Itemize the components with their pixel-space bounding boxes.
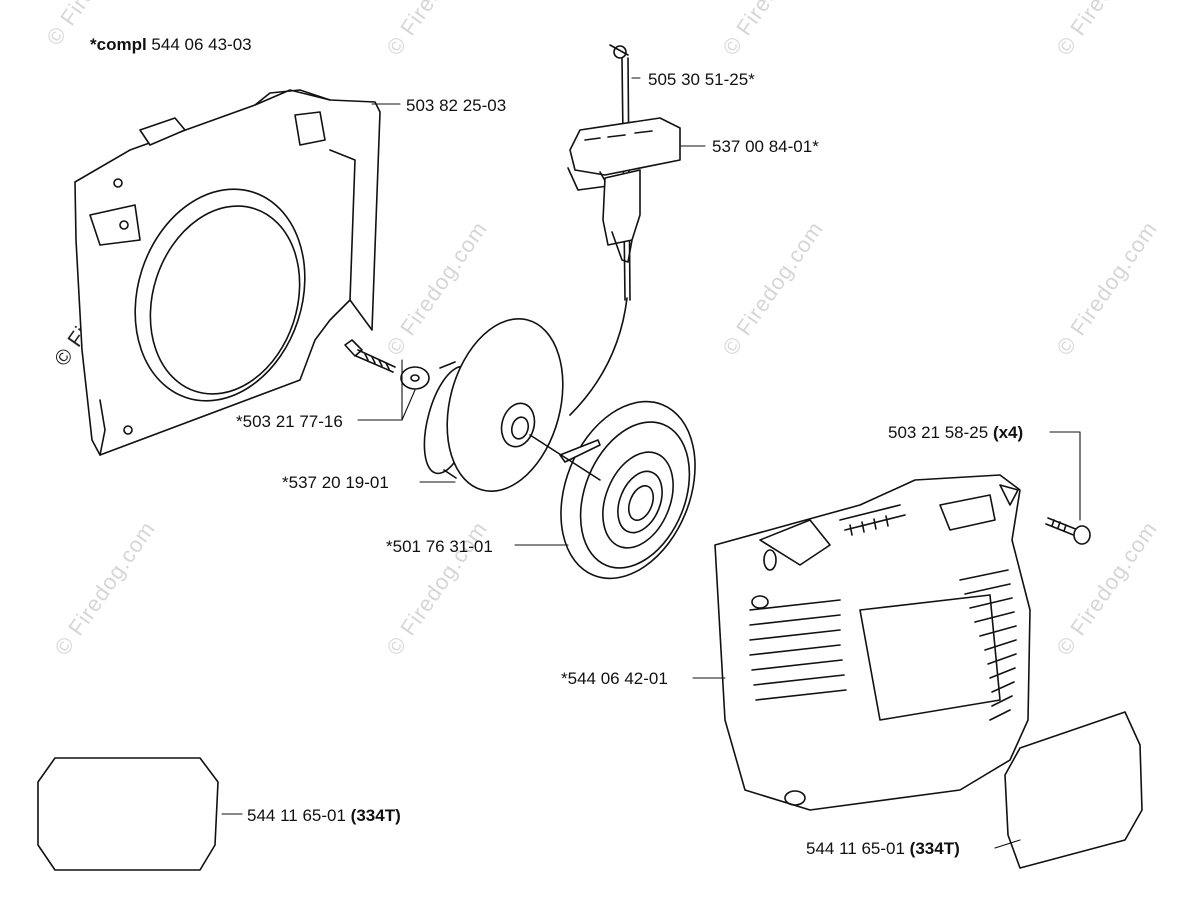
fan-housing <box>74 89 381 456</box>
decal-left <box>37 757 219 871</box>
label-spring: *501 76 31-01 <box>386 537 493 556</box>
starter-cover <box>714 474 1031 811</box>
label-decal-left: 544 11 65-01 (334T) <box>247 806 401 826</box>
leader-lines <box>221 77 1081 849</box>
decal-left-model: (334T) <box>350 806 401 825</box>
compl-number: 544 06 43-03 <box>151 35 252 54</box>
screw-qty: (x4) <box>992 423 1024 442</box>
cover-screw <box>1045 517 1091 545</box>
decal-right-number: 544 11 65-01 <box>806 839 905 858</box>
label-compl: *compl 544 06 43-03 <box>90 35 252 55</box>
label-screw-washer: *503 21 77-16 <box>236 412 343 431</box>
decal-right <box>1004 711 1143 869</box>
label-cover: *544 06 42-01 <box>561 669 668 688</box>
screw-number: 503 21 58-25 <box>888 423 989 442</box>
label-rope: 505 30 51-25* <box>648 70 755 89</box>
decal-right-model: (334T) <box>909 839 960 858</box>
starter-handle <box>567 44 681 416</box>
bolt-and-washer <box>344 339 430 390</box>
label-pulley: *537 20 19-01 <box>282 473 389 492</box>
label-housing: 503 82 25-03 <box>406 96 507 115</box>
spring-cassette <box>529 400 696 580</box>
decal-left-number: 544 11 65-01 <box>247 806 346 825</box>
label-handle: 537 00 84-01* <box>712 137 819 156</box>
compl-prefix: *compl <box>90 35 147 54</box>
label-screw: 503 21 58-25 (x4) <box>888 423 1023 443</box>
pulley <box>423 318 564 492</box>
label-decal-right: 544 11 65-01 (334T) <box>806 839 960 859</box>
